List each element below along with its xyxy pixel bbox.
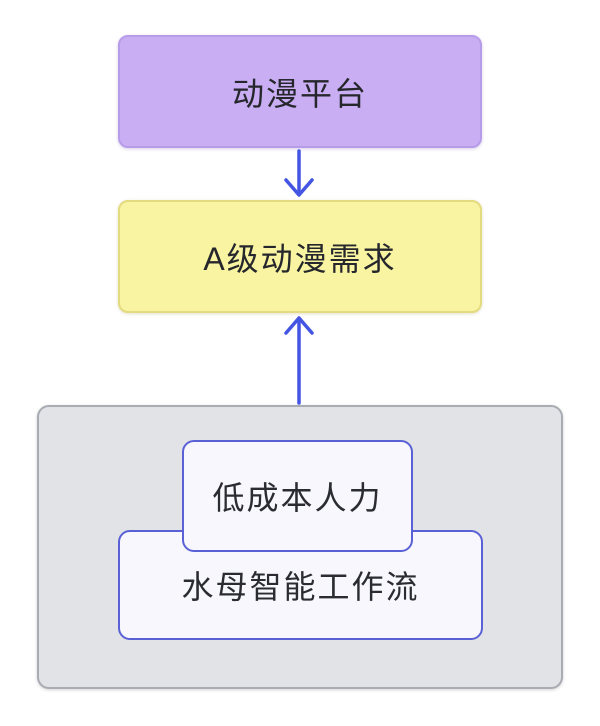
node-low-cost-labor[interactable]: 低成本人力: [182, 440, 413, 552]
node-low-cost-labor-label: 低成本人力: [212, 480, 383, 516]
node-jellyfish-workflow-label: 水母智能工作流: [181, 569, 420, 605]
node-jellyfish-workflow[interactable]: 水母智能工作流: [118, 530, 483, 640]
node-anime-platform-label: 动漫平台: [231, 75, 368, 112]
node-anime-platform[interactable]: 动漫平台: [118, 35, 482, 148]
arrow-down-connector: [284, 149, 314, 197]
arrow-up-connector: [284, 316, 314, 405]
node-a-level-demand-label: A级动漫需求: [203, 240, 397, 277]
node-a-level-demand[interactable]: A级动漫需求: [118, 200, 482, 313]
